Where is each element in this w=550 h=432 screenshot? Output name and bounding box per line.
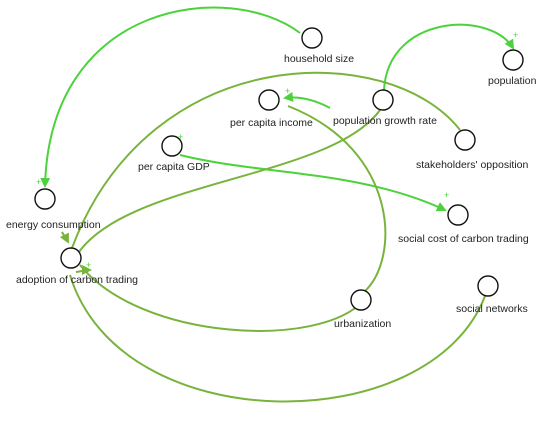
node-urbanization[interactable]: urbanization xyxy=(334,289,391,330)
link-social-networks-to-adoption xyxy=(69,274,486,403)
node-label: social networks xyxy=(456,303,528,315)
polarity-per-capita-income: + xyxy=(285,86,290,96)
node-population[interactable]: population xyxy=(488,49,537,87)
polarity-per-capita-gdp: + xyxy=(178,132,183,142)
node-household-size[interactable]: household size xyxy=(284,27,354,65)
node-adoption-of-carbon-trading[interactable]: adoption of carbon trading xyxy=(16,247,138,286)
link-household-size-to-energy-consumption xyxy=(40,6,301,188)
node-label: population growth rate xyxy=(333,115,437,127)
link-arrow-into-adoption xyxy=(75,265,92,276)
link-energy-consumption-to-adoption xyxy=(59,231,69,244)
polarity-adoption-top: + xyxy=(86,260,91,270)
node-label: per capita GDP xyxy=(138,161,210,173)
node-stakeholders-opposition[interactable]: stakeholders' opposition xyxy=(416,129,528,171)
link-urbanization-to-adoption xyxy=(79,264,365,332)
node-label: population xyxy=(488,75,537,87)
link-per-capita-gdp-to-social-cost xyxy=(179,154,447,212)
link-population-growth-rate-to-population xyxy=(383,23,515,91)
link-per-capita-income-to-urbanization xyxy=(287,105,387,293)
node-label: urbanization xyxy=(334,318,391,330)
polarity-population: + xyxy=(513,30,518,40)
polarity-energy-consumption: + xyxy=(36,177,41,187)
node-population-growth-rate[interactable]: population growth rate xyxy=(333,89,437,127)
nodes-layer: household size population per capita inc… xyxy=(6,27,537,330)
polarity-social-cost: + xyxy=(444,190,449,200)
link-population-growth-rate-to-adoption xyxy=(74,109,381,259)
polarity-markers: + + + + + + xyxy=(36,30,518,270)
node-energy-consumption[interactable]: energy consumption xyxy=(6,188,101,231)
node-label: stakeholders' opposition xyxy=(416,159,528,171)
node-label: energy consumption xyxy=(6,219,101,231)
node-label: household size xyxy=(284,53,354,65)
node-label: social cost of carbon trading xyxy=(398,233,529,245)
node-social-networks[interactable]: social networks xyxy=(456,275,528,315)
node-per-capita-income[interactable]: per capita income xyxy=(230,89,313,129)
link-population-growth-rate-to-per-capita-income xyxy=(283,91,331,109)
node-label: adoption of carbon trading xyxy=(16,274,138,286)
node-per-capita-gdp[interactable]: per capita GDP xyxy=(138,135,210,173)
link-stakeholders-opposition-to-energy-consumption xyxy=(71,71,461,249)
node-label: per capita income xyxy=(230,117,313,129)
node-social-cost-of-carbon-trading[interactable]: social cost of carbon trading xyxy=(398,204,529,245)
links-layer xyxy=(40,6,515,403)
